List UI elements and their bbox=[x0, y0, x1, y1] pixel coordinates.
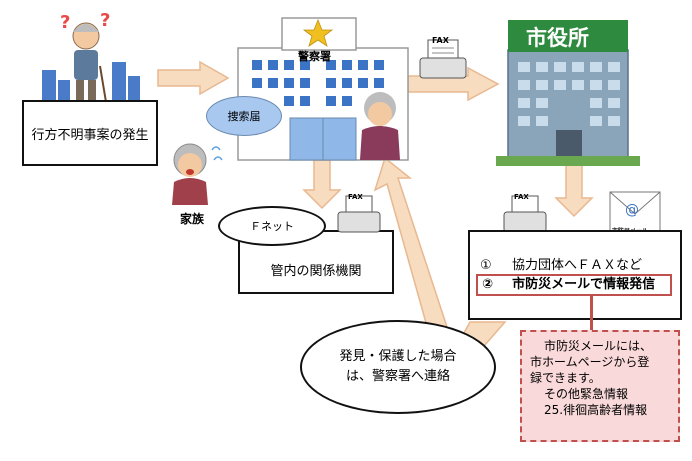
police-label: 警察署 bbox=[298, 50, 331, 63]
city-hall-hedge bbox=[496, 156, 640, 166]
mail-note-line-2: 市ホームページから登 bbox=[530, 355, 650, 369]
action-item-1: ① 協力団体へＦＡＸなど bbox=[480, 254, 642, 273]
action-item-2: ② 市防災メールで情報発信 bbox=[476, 274, 672, 296]
fax-label-top: FAX bbox=[432, 36, 449, 45]
arrow-to-actions bbox=[554, 164, 594, 218]
city-hall-sign bbox=[508, 20, 628, 52]
action-item-2-number: ② bbox=[482, 277, 494, 292]
town-silhouette-icon bbox=[42, 62, 140, 104]
report-label: 捜索届 bbox=[227, 110, 261, 123]
discovery-line-1: 発見・保護した場合 bbox=[339, 349, 457, 364]
discovery-line-2: は、警察署へ連絡 bbox=[345, 369, 450, 384]
arrow-to-police bbox=[157, 60, 230, 96]
missing-case-box: 行方不明事案の発生 bbox=[22, 100, 158, 166]
missing-case-label: 行方不明事案の発生 bbox=[31, 127, 149, 143]
fax-label-actions: FAX bbox=[514, 193, 529, 201]
family-label: 家族 bbox=[180, 212, 205, 226]
related-agencies-label: 管内の関係機関 bbox=[270, 263, 362, 279]
arrow-return-to-police bbox=[373, 156, 450, 331]
police-star-icon bbox=[302, 18, 334, 47]
report-ellipse: 捜索届 bbox=[206, 96, 282, 136]
action-item-1-number: ① bbox=[480, 258, 492, 273]
mail-note-line-4: その他緊急情報 bbox=[544, 387, 629, 401]
city-actions-box: ① 協力団体へＦＡＸなど ② 市防災メールで情報発信 bbox=[468, 230, 682, 320]
mail-note-line-3: 録できます。 bbox=[530, 371, 601, 385]
svg-text:?: ? bbox=[60, 12, 70, 33]
fax-label-agencies: FAX bbox=[348, 193, 363, 201]
action-item-2-text: 市防災メールで情報発信 bbox=[512, 277, 656, 292]
discovery-ellipse: 発見・保護した場合 は、警察署へ連絡 bbox=[300, 320, 496, 414]
svg-text:@: @ bbox=[625, 202, 639, 218]
mail-note-connector bbox=[590, 294, 593, 330]
fnet-ellipse: Ｆネット bbox=[218, 206, 326, 246]
arrow-to-agencies bbox=[302, 159, 342, 210]
mail-note-box: 市防災メールには、 市ホームページから登 録できます。 その他緊急情報 25.徘… bbox=[520, 330, 680, 442]
mail-note-line-5: 25.徘徊高齢者情報 bbox=[544, 403, 648, 417]
svg-text:?: ? bbox=[100, 10, 110, 31]
fnet-label: Ｆネット bbox=[250, 220, 294, 233]
city-hall-label: 市役所 bbox=[526, 26, 589, 50]
mail-note-line-1: 市防災メールには、 bbox=[544, 339, 653, 353]
action-item-1-text: 協力団体へＦＡＸなど bbox=[511, 258, 642, 273]
